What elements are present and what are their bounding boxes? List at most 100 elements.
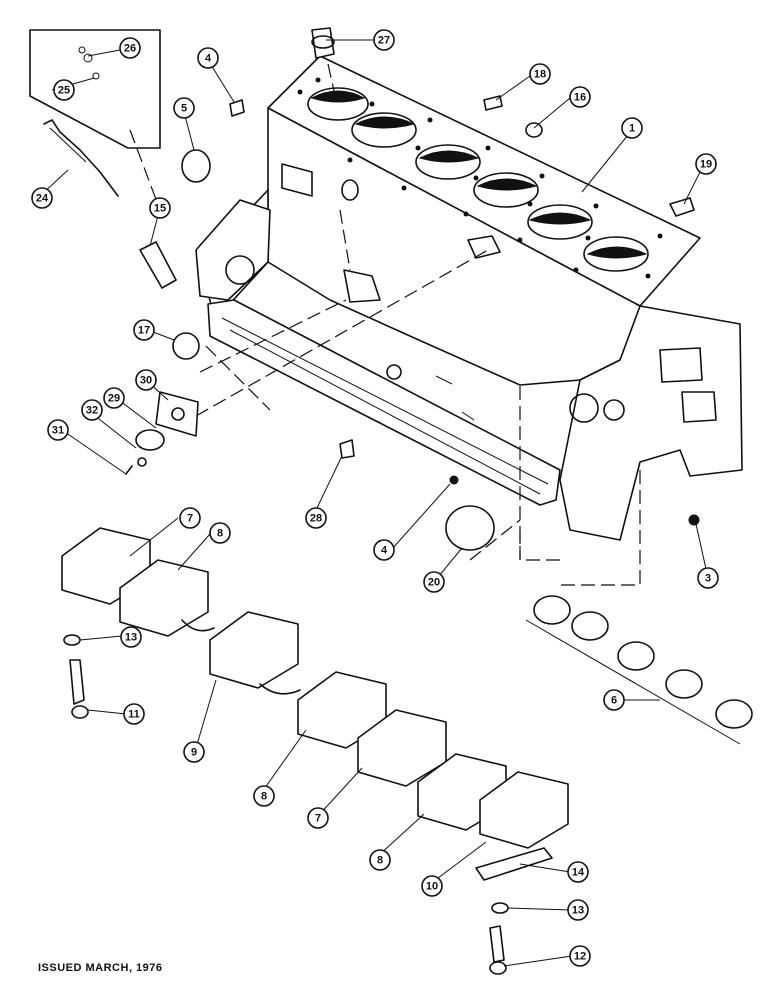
callout-number: 26 xyxy=(124,43,136,55)
callout-circle xyxy=(569,86,591,108)
callout-number: 30 xyxy=(140,375,152,387)
callout-number: 25 xyxy=(58,85,70,97)
bolts xyxy=(63,634,509,975)
issue-date: ISSUED MARCH, 1976 xyxy=(38,962,163,974)
callout-7: 7 xyxy=(307,807,329,829)
callout-circle xyxy=(120,626,142,648)
callout-15: 15 xyxy=(149,197,171,219)
callout-16: 16 xyxy=(569,86,591,108)
callout-circle xyxy=(119,37,141,59)
callout-27: 27 xyxy=(373,29,395,51)
callout-number: 29 xyxy=(108,393,120,405)
callout-number: 32 xyxy=(86,405,98,417)
callout-circle xyxy=(53,79,75,101)
callout-number: 8 xyxy=(377,855,383,867)
callout-31: 31 xyxy=(47,419,69,441)
callout-circle xyxy=(567,899,589,921)
cam-bearings xyxy=(525,595,753,745)
callout-number: 14 xyxy=(572,867,585,879)
callout-circle xyxy=(369,849,391,871)
small-parts xyxy=(125,27,700,551)
callout-9: 9 xyxy=(183,741,205,763)
callout-11: 11 xyxy=(123,703,145,725)
callout-circle xyxy=(173,97,195,119)
callout-8: 8 xyxy=(209,522,231,544)
callout-circle xyxy=(529,63,551,85)
callout-circle xyxy=(81,399,103,421)
callout-circle xyxy=(209,522,231,544)
callout-circle xyxy=(307,807,329,829)
callout-number: 6 xyxy=(611,695,617,707)
callout-number: 19 xyxy=(700,159,712,171)
callout-number: 5 xyxy=(181,103,187,115)
callout-circle xyxy=(133,319,155,341)
callout-18: 18 xyxy=(529,63,551,85)
callout-5: 5 xyxy=(173,97,195,119)
callout-29: 29 xyxy=(103,387,125,409)
callout-26: 26 xyxy=(119,37,141,59)
callout-circle xyxy=(253,785,275,807)
callout-circle xyxy=(179,507,201,529)
callout-circle xyxy=(149,197,171,219)
callout-14: 14 xyxy=(567,861,589,883)
callout-17: 17 xyxy=(133,319,155,341)
callout-circle xyxy=(603,689,625,711)
callout-19: 19 xyxy=(695,153,717,175)
callout-number: 4 xyxy=(381,545,388,557)
callout-circle xyxy=(123,703,145,725)
callout-6: 6 xyxy=(603,689,625,711)
callout-circle xyxy=(621,117,643,139)
callout-30: 30 xyxy=(135,369,157,391)
callout-circle xyxy=(695,153,717,175)
callout-number: 7 xyxy=(187,513,193,525)
callout-number: 18 xyxy=(534,69,546,81)
callout-number: 20 xyxy=(428,577,440,589)
callout-8: 8 xyxy=(253,785,275,807)
callout-number: 12 xyxy=(574,951,586,963)
callout-circle xyxy=(103,387,125,409)
callout-7: 7 xyxy=(179,507,201,529)
callout-4: 4 xyxy=(197,47,219,69)
callout-13: 13 xyxy=(567,899,589,921)
callout-number: 13 xyxy=(125,632,137,644)
callout-number: 31 xyxy=(52,425,64,437)
callout-25: 25 xyxy=(53,79,75,101)
callout-4: 4 xyxy=(373,539,395,561)
callout-number: 24 xyxy=(36,193,49,205)
callout-circle xyxy=(183,741,205,763)
cylinder-block xyxy=(195,55,743,541)
callout-circle xyxy=(135,369,157,391)
callout-number: 9 xyxy=(191,747,197,759)
callout-8: 8 xyxy=(369,849,391,871)
callout-circle xyxy=(373,539,395,561)
main-bearing-caps xyxy=(61,527,569,881)
dipstick-tube xyxy=(43,119,119,197)
callout-number: 8 xyxy=(217,528,223,540)
callout-20: 20 xyxy=(423,571,445,593)
callout-number: 27 xyxy=(378,35,390,47)
callout-circle xyxy=(197,47,219,69)
callout-number: 8 xyxy=(261,791,267,803)
callout-number: 10 xyxy=(426,881,438,893)
callout-circle xyxy=(421,875,443,897)
assembly-lines xyxy=(129,63,641,586)
callout-32: 32 xyxy=(81,399,103,421)
callout-number: 16 xyxy=(574,92,586,104)
callout-circle xyxy=(567,861,589,883)
callout-3: 3 xyxy=(697,567,719,589)
callout-circle xyxy=(697,567,719,589)
callout-circle xyxy=(373,29,395,51)
callout-number: 1 xyxy=(629,123,635,135)
callout-number: 15 xyxy=(154,203,166,215)
callout-10: 10 xyxy=(421,875,443,897)
callout-number: 11 xyxy=(128,709,140,721)
callout-circle xyxy=(31,187,53,209)
callout-number: 7 xyxy=(315,813,321,825)
inset-detail xyxy=(29,29,161,149)
callout-13: 13 xyxy=(120,626,142,648)
callout-12: 12 xyxy=(569,945,591,967)
callout-circle xyxy=(569,945,591,967)
callout-24: 24 xyxy=(31,187,53,209)
callout-circle xyxy=(47,419,69,441)
